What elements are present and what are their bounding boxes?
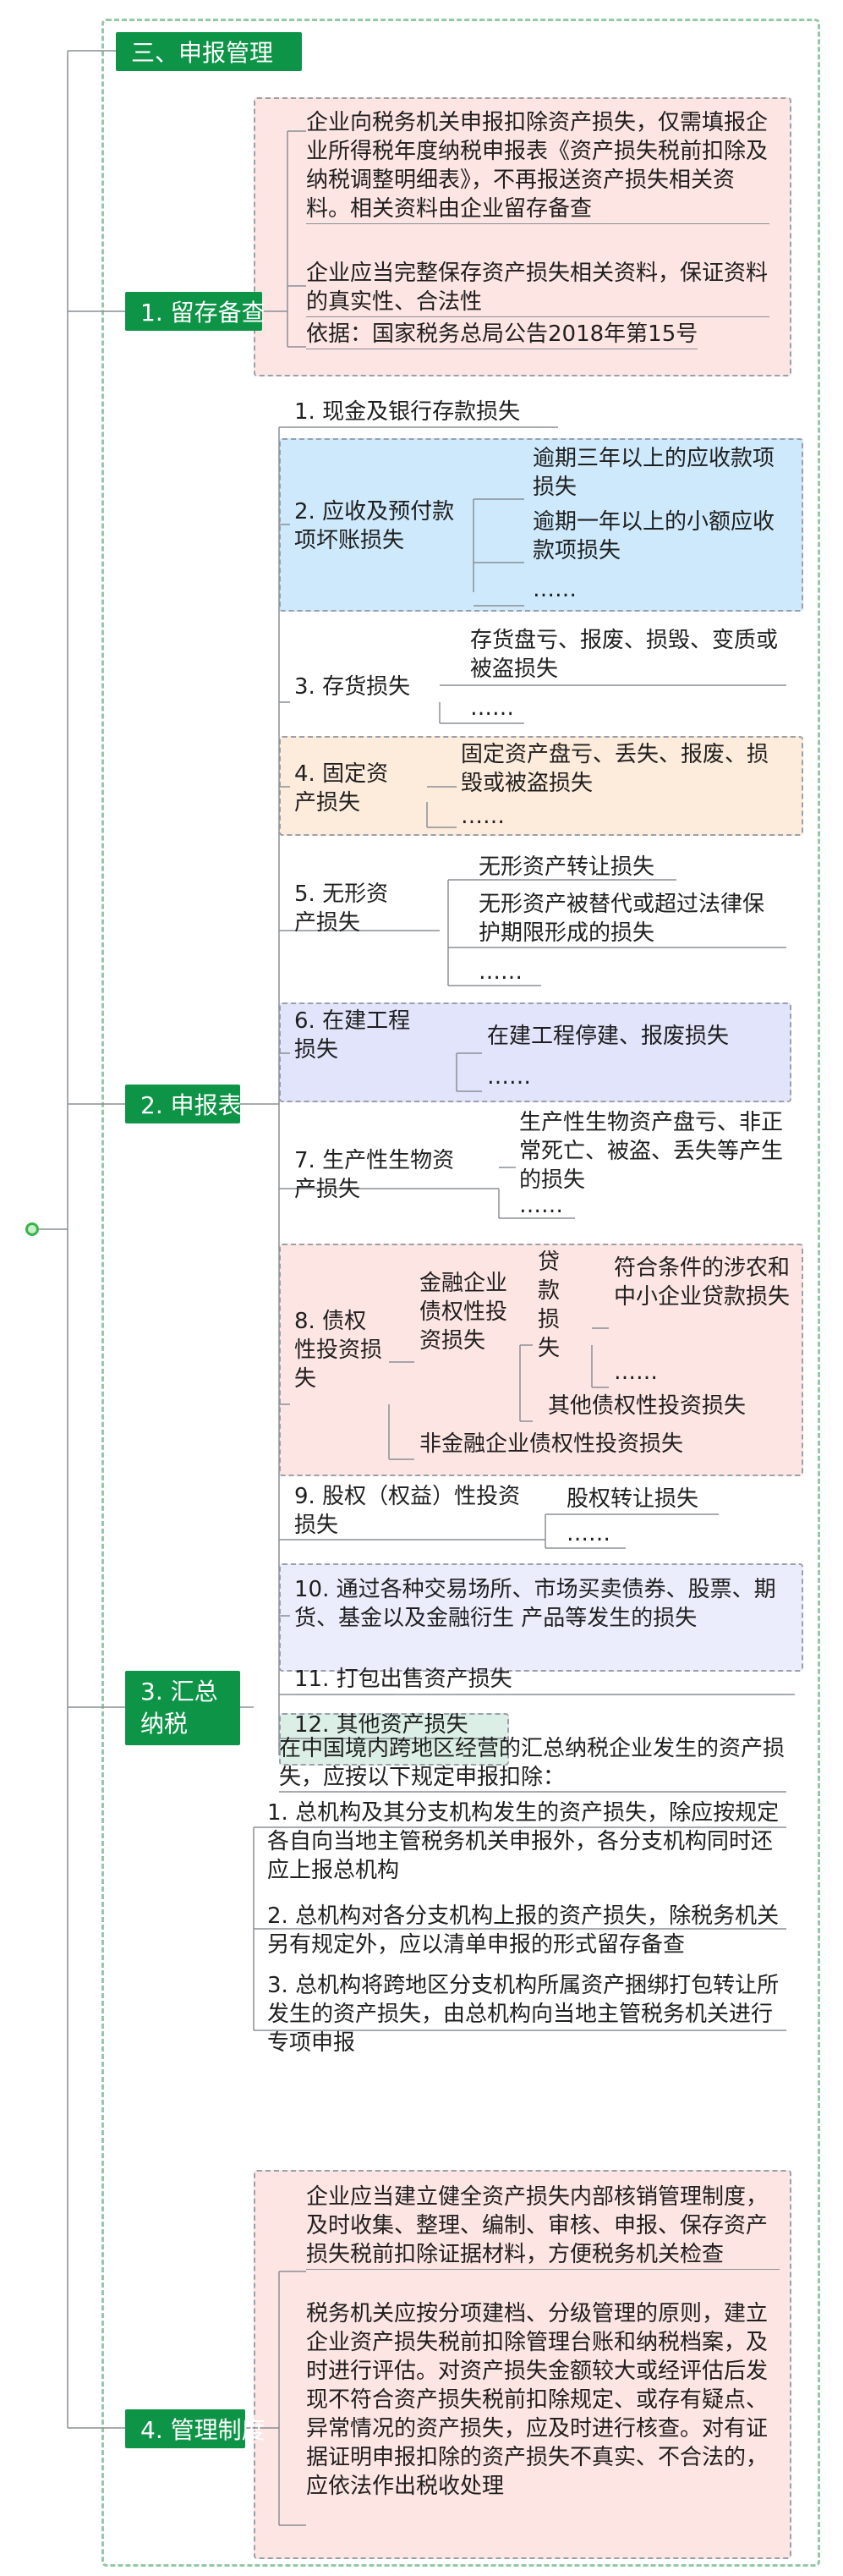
debt-financial: 金融企业债权性投资损失 [419, 1271, 508, 1354]
mgmt-text-1: 企业应当建立健全资产损失内部核销管理制度，及时收集、整理、编制、审核、申报、保存… [306, 2183, 780, 2270]
report-item-9: 9. 股权（权益）性投资损失 [294, 1484, 521, 1538]
report-item-4: 4. 固定资产损失 [294, 761, 389, 816]
section-title[interactable]: 三、申报管理 [116, 32, 302, 71]
receivable-child-1: 逾期三年以上的应收款项损失 [533, 446, 775, 500]
debt-loan-child-1: 符合条件的涉农和中小企业贷款损失 [614, 1255, 791, 1310]
report-item-2: 2. 应收及预付款项坏账损失 [294, 499, 455, 553]
equity-child-2: …… [567, 1521, 610, 1546]
debt-other: 其他债权性投资损失 [548, 1393, 747, 1419]
debt-blob [279, 1244, 803, 1476]
mindmap-frame [101, 19, 820, 2567]
debt-loan: 贷款损失 [538, 1250, 561, 1361]
summary-node[interactable]: 3. 汇总纳税 [125, 1671, 240, 1745]
report-item-11: 11. 打包出售资产损失 [294, 1667, 512, 1692]
report-item-6: 6. 在建工程损失 [294, 1008, 411, 1063]
retain-label: 1. 留存备查 [140, 299, 265, 327]
mgmt-node[interactable]: 4. 管理制度 [125, 2409, 265, 2448]
inventory-child-1: 存货盘亏、报废、损毁、变质或被盗损失 [470, 628, 779, 682]
fixed-asset-child-2: …… [461, 804, 505, 829]
root-node[interactable] [25, 1222, 39, 1236]
debt-nonfinancial: 非金融企业债权性投资损失 [419, 1431, 684, 1457]
report-item-10: 10. 通过各种交易场所、市场买卖债券、股票、期货、基金以及金融衍生 产品等发生… [294, 1577, 776, 1631]
intangible-child-1: 无形资产转让损失 [479, 854, 655, 880]
construction-blob [279, 1002, 791, 1102]
equity-child-1: 股权转让损失 [567, 1486, 699, 1512]
intangible-child-2: 无形资产被替代或超过法律保护期限形成的损失 [479, 892, 765, 946]
other-asset-blob [279, 1713, 509, 1766]
debt-loan-child-2: …… [614, 1359, 658, 1385]
mgmt-text-2: 税务机关应按分项建档、分级管理的原则，建立企业资产损失税前扣除管理台账和纳税档案… [306, 2301, 769, 2499]
retain-text-3: 依据：国家税务总局公告2018年第15号 [306, 320, 698, 349]
section-title-text: 三、申报管理 [131, 39, 274, 67]
fixed-asset-blob [279, 736, 803, 836]
retain-text-2: 企业应当完整保存资产损失相关资料，保证资料的真实性、合法性 [306, 259, 769, 317]
report-label: 2. 申报表 [140, 1091, 242, 1119]
summary-rule-2: 2. 总机构对各分支机构上报的资产损失，除税务机关另有规定外，应以清单申报的形式… [267, 1903, 780, 1958]
report-item-1: 1. 现金及银行存款损失 [294, 399, 521, 425]
retain-node[interactable]: 1. 留存备查 [125, 292, 265, 331]
summary-label: 3. 汇总纳税 [140, 1678, 218, 1738]
bio-asset-child-1: 生产性生物资产盘亏、非正常死亡、被盗、丢失等产生的损失 [519, 1110, 784, 1193]
mgmt-blob [254, 2170, 791, 2559]
report-node[interactable]: 2. 申报表 [125, 1085, 242, 1123]
report-item-3: 3. 存货损失 [294, 674, 411, 700]
report-item-8: 8. 债权性投资损失 [294, 1309, 383, 1392]
receivable-child-2: 逾期一年以上的小额应收款项损失 [533, 509, 775, 563]
summary-rule-1: 1. 总机构及其分支机构发生的资产损失，除应按规定各自向当地主管税务机关申报外，… [267, 1800, 780, 1883]
report-item-5: 5. 无形资产损失 [294, 882, 389, 936]
bio-asset-child-2: …… [519, 1193, 563, 1218]
construction-child-2: …… [487, 1064, 531, 1090]
mgmt-label: 4. 管理制度 [140, 2416, 265, 2444]
receivable-blob [279, 438, 803, 612]
retain-blob [254, 97, 791, 376]
summary-rule-3: 3. 总机构将跨地区分支机构所属资产捆绑打包转让所发生的资产损失，由总机构向当地… [267, 1973, 780, 2056]
inventory-child-2: …… [470, 695, 514, 721]
securities-blob [279, 1563, 803, 1672]
receivable-child-3: …… [533, 577, 577, 602]
report-item-7: 7. 生产性生物资产损失 [294, 1148, 455, 1202]
summary-intro: 在中国境内跨地区经营的汇总纳税企业发生的资产损失，应按以下规定申报扣除： [279, 1736, 786, 1790]
report-item-12: 12. 其他资产损失 [294, 1712, 468, 1738]
retain-text-1: 企业向税务机关申报扣除资产损失，仅需填报企业所得税年度纳税申报表《资产损失税前扣… [306, 108, 769, 224]
construction-child-1: 在建工程停建、报废损失 [487, 1024, 730, 1049]
fixed-asset-child-1: 固定资产盘亏、丢失、报废、损毁或被盗损失 [461, 742, 769, 796]
intangible-child-3: …… [479, 959, 523, 985]
